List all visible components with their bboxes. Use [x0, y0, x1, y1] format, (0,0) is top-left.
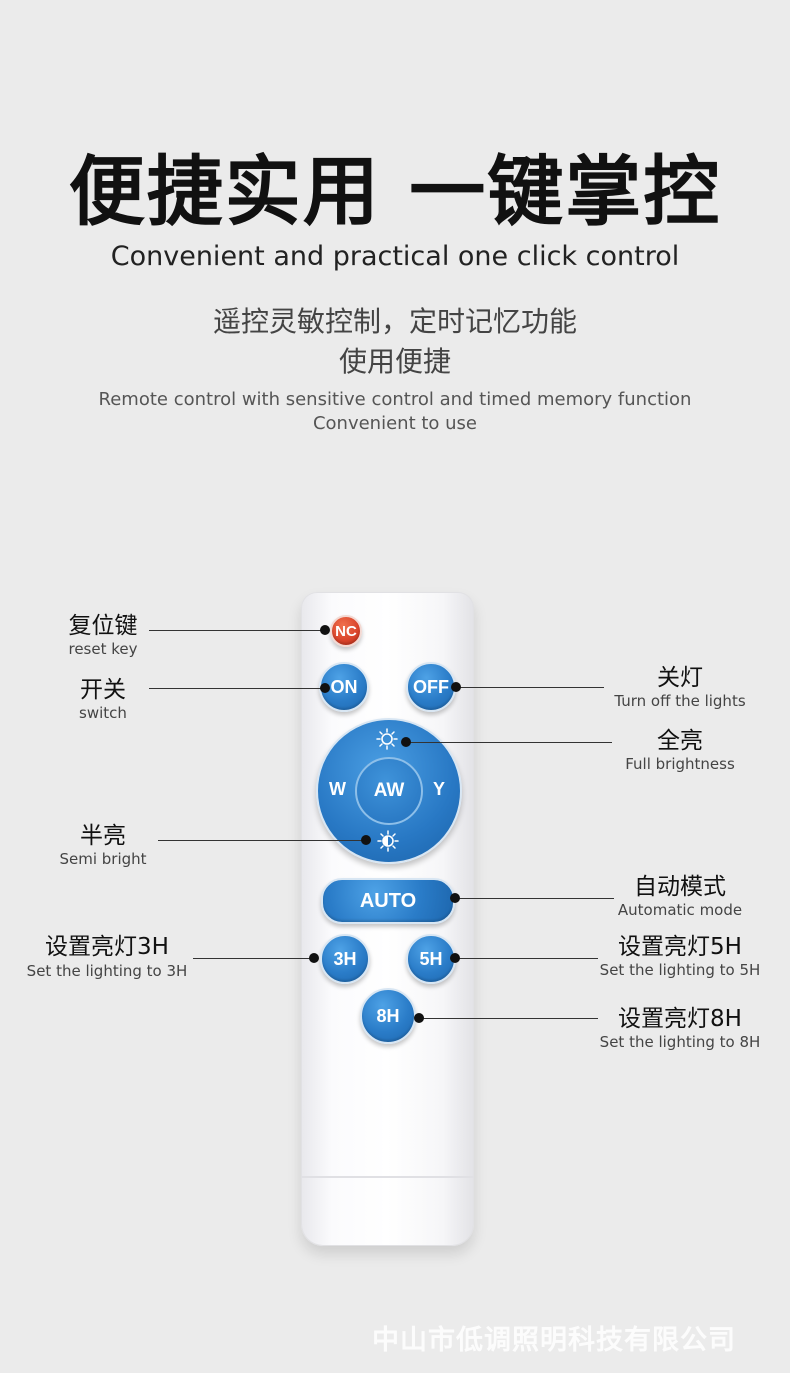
callout-dot-8h — [414, 1013, 424, 1023]
callout-5h-cn: 设置亮灯5H — [618, 934, 742, 960]
callout-switch-cn: 开关 — [80, 677, 126, 703]
callout-dot-reset — [320, 625, 330, 635]
remote-battery-seam — [301, 1176, 474, 1178]
reset-button[interactable]: NC — [330, 615, 362, 647]
callout-line-5h — [455, 958, 598, 959]
callout-full-cn: 全亮 — [657, 728, 703, 754]
callout-3h-en: Set the lighting to 3H — [26, 962, 188, 980]
callout-off-en: Turn off the lights — [614, 692, 746, 710]
callout-5h-en: Set the lighting to 5H — [599, 961, 761, 979]
timer-8h-button[interactable]: 8H — [360, 988, 416, 1044]
callout-dot-switch — [320, 683, 330, 693]
callout-8h-cn: 设置亮灯8H — [618, 1006, 742, 1032]
full-brightness-icon[interactable] — [376, 728, 398, 750]
callout-dot-off — [451, 682, 461, 692]
page-title: 便捷实用 一键掌控 — [68, 147, 722, 236]
page-subtitle-en: Convenient and practical one click contr… — [110, 241, 680, 272]
yellow-label[interactable]: Y — [433, 779, 446, 799]
callout-semi-en: Semi bright — [59, 850, 147, 868]
timer-5h-button[interactable]: 5H — [406, 934, 456, 984]
on-button[interactable]: ON — [319, 662, 369, 712]
callout-line-semi — [158, 840, 366, 841]
callout-line-off — [456, 687, 604, 688]
callout-dot-full — [401, 737, 411, 747]
callout-off-cn: 关灯 — [657, 665, 703, 691]
semi-brightness-icon[interactable] — [377, 830, 399, 852]
callout-dot-5h — [450, 953, 460, 963]
callout-reset-cn: 复位键 — [68, 613, 138, 639]
callout-line-auto — [455, 898, 614, 899]
description-cn-line1: 遥控灵敏控制，定时记忆功能 — [212, 305, 577, 338]
callout-auto-en: Automatic mode — [617, 901, 743, 919]
off-button[interactable]: OFF — [406, 662, 456, 712]
callout-full-en: Full brightness — [625, 755, 735, 773]
callout-dot-3h — [309, 953, 319, 963]
callout-line-reset — [149, 630, 325, 631]
timer-3h-button[interactable]: 3H — [320, 934, 370, 984]
callout-semi-cn: 半亮 — [80, 823, 126, 849]
warm-white-label[interactable]: W — [329, 779, 346, 799]
description-en-line1: Remote control with sensitive control an… — [98, 389, 692, 410]
callout-line-switch — [149, 688, 325, 689]
callout-3h-cn: 设置亮灯3H — [45, 934, 169, 960]
callout-dot-semi — [361, 835, 371, 845]
callout-auto-cn: 自动模式 — [634, 874, 726, 900]
aw-button[interactable]: AW — [355, 757, 423, 825]
callout-reset-en: reset key — [68, 640, 138, 658]
auto-button[interactable]: AUTO — [321, 878, 455, 924]
callout-8h-en: Set the lighting to 8H — [599, 1033, 761, 1051]
callout-switch-en: switch — [79, 704, 127, 722]
description-en-line2: Convenient to use — [312, 413, 478, 434]
description-cn-line2: 使用便捷 — [338, 345, 451, 378]
callout-line-8h — [419, 1018, 598, 1019]
company-watermark: 中山市低调照明科技有限公司 — [372, 1325, 736, 1356]
callout-line-3h — [193, 958, 314, 959]
callout-dot-auto — [450, 893, 460, 903]
callout-line-full — [406, 742, 612, 743]
